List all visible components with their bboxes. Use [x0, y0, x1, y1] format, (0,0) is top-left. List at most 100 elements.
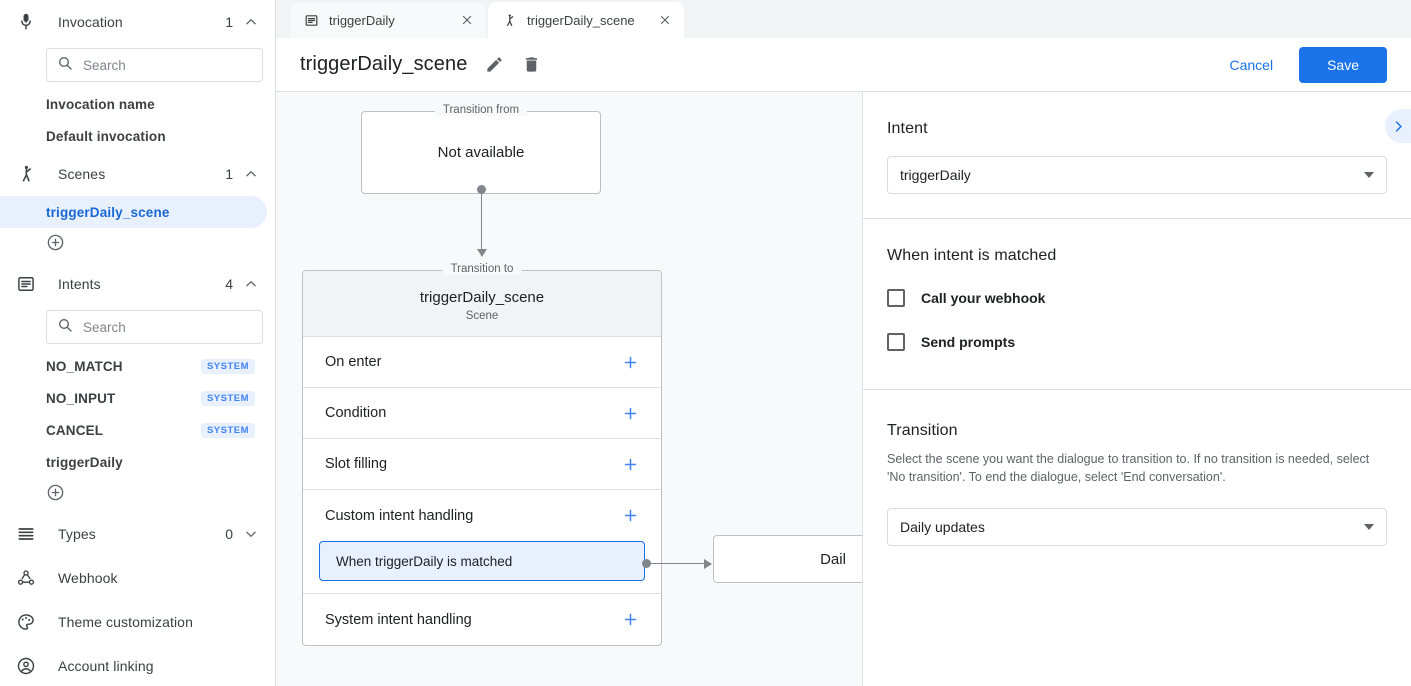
chevron-up-icon[interactable] [243, 276, 259, 292]
pencil-icon[interactable] [485, 55, 504, 74]
scene-graph-canvas[interactable]: Transition from Not available Transition… [276, 92, 862, 686]
chevron-up-icon[interactable] [243, 14, 259, 30]
scene-row-label: Custom intent handling [325, 507, 474, 524]
node-legend: Transition to [442, 263, 522, 275]
types-lines-icon [14, 522, 38, 546]
invocation-search-input[interactable] [83, 57, 260, 73]
add-condition-button[interactable] [622, 405, 639, 422]
status-badge: SYSTEM [200, 390, 255, 406]
add-scene-button[interactable] [0, 228, 275, 262]
sidebar-item-label: triggerDaily [46, 454, 123, 470]
scene-row-on-enter[interactable]: On enter [303, 337, 661, 388]
sidebar-item-label: Theme customization [58, 614, 193, 630]
sidebar-item-no-input[interactable]: NO_INPUT SYSTEM [0, 382, 267, 414]
intent-select[interactable]: triggerDaily [887, 156, 1387, 194]
add-custom-intent-handling-button[interactable] [622, 507, 639, 524]
checkbox-row-send-prompts[interactable]: Send prompts [887, 333, 1387, 351]
page-header: triggerDaily_scene Cancel Save [276, 38, 1411, 92]
close-icon[interactable] [460, 13, 474, 27]
connector-arrow-right [704, 558, 712, 569]
intents-search-input[interactable] [83, 319, 260, 335]
add-slot-filling-button[interactable] [622, 456, 639, 473]
node-text: Dail [820, 550, 846, 568]
sidebar-item-label: NO_MATCH [46, 358, 123, 374]
intents-list-icon [304, 13, 319, 28]
intents-search-wrapper [0, 306, 275, 350]
tab-strip: triggerDaily triggerDaily_scene [276, 0, 1411, 38]
scene-person-icon [502, 13, 517, 28]
sidebar-item-label: Webhook [58, 570, 118, 586]
close-icon[interactable] [658, 13, 672, 27]
sidebar-section-invocation[interactable]: Invocation 1 [0, 0, 275, 44]
intent-handler-wrapper: When triggerDaily is matched [303, 541, 661, 594]
scene-row-label: Slot filling [325, 456, 388, 472]
node-transition-from[interactable]: Transition from Not available [361, 104, 601, 194]
intent-handler-chip[interactable]: When triggerDaily is matched [319, 541, 645, 581]
sidebar-item-invocation-name[interactable]: Invocation name [0, 88, 267, 120]
sidebar-item-triggerdaily[interactable]: triggerDaily [0, 446, 267, 478]
sidebar-item-label: CANCEL [46, 422, 104, 438]
sidebar-item-webhook[interactable]: Webhook [0, 556, 275, 600]
sidebar-section-intents[interactable]: Intents 4 [0, 262, 275, 306]
tab-triggerdaily[interactable]: triggerDaily [290, 2, 486, 38]
sidebar-section-label: Invocation [58, 14, 123, 30]
panel-section-intent: Intent triggerDaily [863, 92, 1411, 219]
invocation-search-box[interactable] [46, 48, 263, 82]
scene-row-slot-filling[interactable]: Slot filling [303, 439, 661, 490]
sidebar-section-count: 1 [225, 14, 233, 30]
intents-search-box[interactable] [46, 310, 263, 344]
sidebar-item-theme-customization[interactable]: Theme customization [0, 600, 275, 644]
microphone-icon [14, 10, 38, 34]
scene-card-subtitle: Scene [465, 310, 499, 322]
sidebar-item-default-invocation[interactable]: Default invocation [0, 120, 267, 152]
chevron-down-icon[interactable] [243, 526, 259, 542]
scene-row-label: Condition [325, 405, 387, 421]
invocation-search-wrapper [0, 44, 275, 88]
account-circle-icon [14, 654, 38, 678]
add-intent-button[interactable] [0, 478, 275, 512]
node-scene-card[interactable]: Transition to triggerDaily_scene Scene O… [302, 263, 662, 646]
chevron-down-icon [1364, 172, 1374, 178]
sidebar-section-label: Scenes [58, 166, 106, 182]
search-icon [57, 317, 73, 338]
sidebar-section-count: 4 [225, 276, 233, 292]
connector-line [481, 189, 482, 251]
right-properties-panel: Intent triggerDaily When intent is match… [862, 92, 1411, 686]
chevron-right-icon[interactable] [1385, 109, 1411, 143]
sidebar-item-cancel[interactable]: CANCEL SYSTEM [0, 414, 267, 446]
checkbox-send-prompts[interactable] [887, 333, 905, 351]
connector-arrow-down [476, 249, 487, 257]
cancel-button[interactable]: Cancel [1215, 49, 1287, 81]
checkbox-row-call-webhook[interactable]: Call your webhook [887, 289, 1387, 307]
sidebar-section-types[interactable]: Types 0 [0, 512, 275, 556]
sidebar-item-label: NO_INPUT [46, 390, 116, 406]
scene-card-header: triggerDaily_scene Scene [303, 271, 661, 337]
add-system-intent-handling-button[interactable] [622, 611, 639, 628]
sidebar-item-label: Invocation name [46, 96, 155, 112]
checkbox-call-webhook[interactable] [887, 289, 905, 307]
node-transition-target[interactable]: Tr Dail [713, 535, 862, 583]
search-icon [57, 55, 73, 76]
scene-row-label: System intent handling [325, 611, 472, 628]
transition-select[interactable]: Daily updates [887, 508, 1387, 547]
trash-icon[interactable] [522, 55, 541, 74]
scene-row-custom-intent-handling[interactable]: Custom intent handling [303, 490, 661, 541]
intent-handler-label: When triggerDaily is matched [336, 553, 513, 569]
sidebar-item-account-linking[interactable]: Account linking [0, 644, 275, 686]
save-button[interactable]: Save [1299, 46, 1387, 83]
sidebar-item-no-match[interactable]: NO_MATCH SYSTEM [0, 350, 267, 382]
sidebar-section-label: Types [58, 526, 96, 542]
tab-triggerdaily-scene[interactable]: triggerDaily_scene [488, 2, 684, 38]
chevron-up-icon[interactable] [243, 166, 259, 182]
scene-row-system-intent-handling[interactable]: System intent handling [303, 594, 661, 645]
sidebar-section-count: 1 [225, 166, 233, 182]
scene-row-condition[interactable]: Condition [303, 388, 661, 439]
add-circle-icon [46, 233, 65, 257]
sidebar-section-scenes[interactable]: Scenes 1 [0, 152, 275, 196]
body-split: Transition from Not available Transition… [276, 92, 1411, 686]
scene-person-icon [14, 162, 38, 186]
add-on-enter-button[interactable] [622, 354, 639, 371]
sidebar-item-triggerdaily-scene[interactable]: triggerDaily_scene [0, 196, 267, 228]
page-title: triggerDaily_scene [300, 53, 468, 75]
